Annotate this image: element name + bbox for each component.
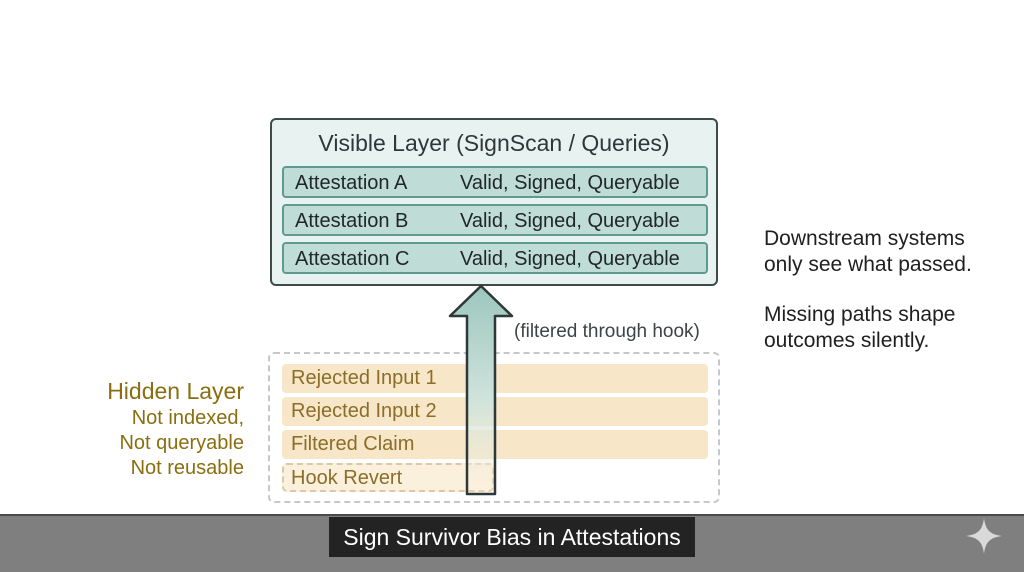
side-note-line: outcomes silently. xyxy=(764,329,930,352)
attestation-name: Attestation B xyxy=(295,210,409,232)
sparkle-icon xyxy=(966,518,1002,554)
side-note-line: only see what passed. xyxy=(764,253,972,276)
visible-layer-box: Visible Layer (SignScan / Queries) Attes… xyxy=(270,118,718,286)
filter-arrow-icon xyxy=(448,284,514,496)
hidden-item-label: Filtered Claim xyxy=(291,433,415,455)
attestation-status: Valid, Signed, Queryable xyxy=(460,210,680,232)
attestation-status: Valid, Signed, Queryable xyxy=(460,172,680,194)
hidden-item-label: Rejected Input 1 xyxy=(291,367,437,389)
side-note: Downstream systems only see what passed. xyxy=(764,226,972,278)
hidden-layer-note: Not indexed, xyxy=(131,407,244,429)
side-note-line: Missing paths shape xyxy=(764,303,956,326)
attestation-row: Attestation C Valid, Signed, Queryable xyxy=(282,242,708,274)
attestation-status: Valid, Signed, Queryable xyxy=(460,248,680,270)
hook-revert-item: Hook Revert xyxy=(282,463,494,492)
hidden-item-label: Hook Revert xyxy=(291,467,403,489)
arrow-label: (filtered through hook) xyxy=(514,321,700,342)
bottom-divider xyxy=(0,514,1024,516)
hidden-item-label: Rejected Input 2 xyxy=(291,400,437,422)
hidden-layer-note: Not queryable xyxy=(119,432,244,454)
side-note: Missing paths shape outcomes silently. xyxy=(764,302,955,354)
side-note-line: Downstream systems xyxy=(764,227,965,250)
attestation-name: Attestation C xyxy=(295,248,410,270)
attestation-name: Attestation A xyxy=(295,172,408,194)
attestation-row: Attestation A Valid, Signed, Queryable xyxy=(282,166,708,198)
visible-layer-title: Visible Layer (SignScan / Queries) xyxy=(318,130,670,156)
hidden-layer-note: Not reusable xyxy=(130,457,244,479)
hidden-layer-title: Hidden Layer xyxy=(107,378,244,404)
caption: Sign Survivor Bias in Attestations xyxy=(329,517,695,557)
attestation-row: Attestation B Valid, Signed, Queryable xyxy=(282,204,708,236)
